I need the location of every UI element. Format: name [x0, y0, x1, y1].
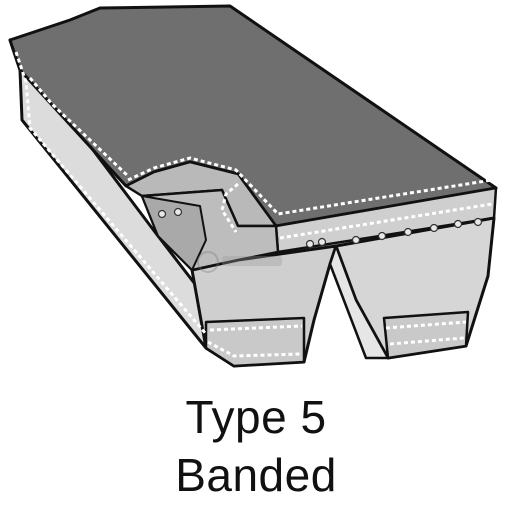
belt-right-rib-bottom-band — [382, 310, 470, 360]
belt-rib-groove — [328, 244, 390, 360]
caption-type: Type 5 — [185, 391, 327, 443]
belt-logo-watermark — [197, 251, 282, 273]
belt-left-rib-bottom-band — [204, 316, 306, 368]
belt-stitching — [14, 51, 493, 358]
caption-banded: Banded — [175, 449, 337, 501]
belt-embossed-marks — [157, 207, 483, 249]
banded-belt-diagram — [8, 4, 498, 368]
